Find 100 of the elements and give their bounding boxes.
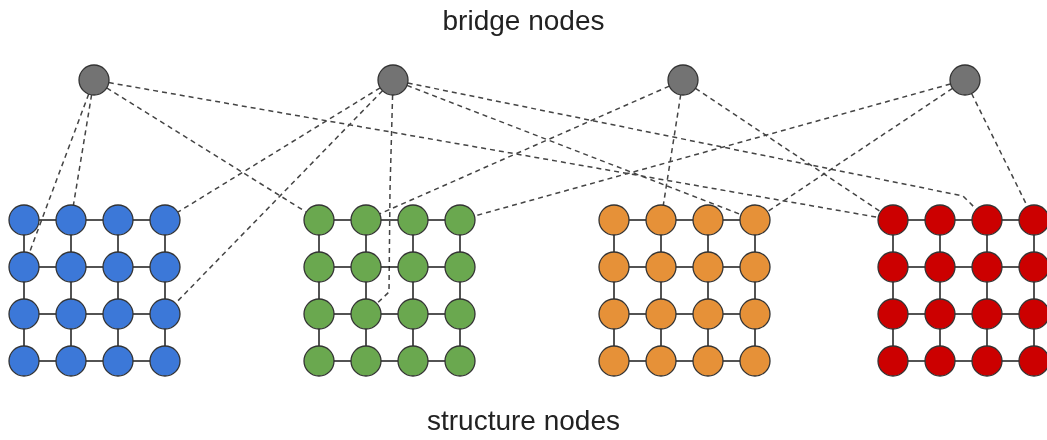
dashed-connector	[105, 87, 308, 213]
structure-node-circle	[102, 298, 134, 330]
grid-line	[23, 328, 25, 347]
bridge-node-circle	[667, 64, 699, 96]
dashed-connector	[406, 84, 742, 216]
grid-line	[754, 234, 756, 253]
group-label: bridge nodes	[442, 4, 605, 38]
grid-line	[754, 281, 756, 300]
grid-line	[1033, 234, 1035, 253]
dashed-connector	[662, 94, 682, 206]
structure-node-circle	[598, 204, 630, 236]
dashed-connector	[72, 94, 93, 206]
structure-node-circle	[397, 251, 429, 283]
structure-node-circle	[350, 345, 382, 377]
structure-node-circle	[645, 251, 677, 283]
structure-node-circle	[8, 298, 40, 330]
grid-line	[318, 234, 320, 253]
grid-line	[70, 234, 72, 253]
structure-node-circle	[303, 251, 335, 283]
structure-node-circle	[924, 298, 956, 330]
grid-line	[164, 234, 166, 253]
structure-node-circle	[739, 345, 771, 377]
grid-line	[613, 234, 615, 253]
structure-node-circle	[877, 204, 909, 236]
grid-line	[459, 281, 461, 300]
grid-line	[1033, 281, 1035, 300]
structure-node-circle	[924, 345, 956, 377]
group-label: structure nodes	[427, 404, 620, 438]
structure-node-circle	[692, 204, 724, 236]
structure-node-circle	[645, 298, 677, 330]
structure-node-circle	[924, 204, 956, 236]
grid-line	[117, 328, 119, 347]
structure-node-circle	[739, 251, 771, 283]
structure-node-circle	[303, 345, 335, 377]
structure-node-circle	[444, 204, 476, 236]
structure-node-circle	[971, 204, 1003, 236]
structure-node-circle	[971, 251, 1003, 283]
grid-line	[707, 328, 709, 347]
grid-line	[23, 234, 25, 253]
structure-node-circle	[444, 251, 476, 283]
structure-node-circle	[149, 298, 181, 330]
structure-node-circle	[55, 251, 87, 283]
grid-line	[707, 234, 709, 253]
grid-line	[986, 281, 988, 300]
bridge-node-circle	[949, 64, 981, 96]
grid-line	[117, 234, 119, 253]
structure-node-circle	[397, 298, 429, 330]
grid-line	[939, 281, 941, 300]
dashed-connector	[766, 87, 954, 213]
structure-node-circle	[877, 345, 909, 377]
structure-node-circle	[149, 204, 181, 236]
grid-line	[939, 234, 941, 253]
structure-node-circle	[102, 345, 134, 377]
dashed-connector	[108, 81, 879, 219]
grid-line	[459, 234, 461, 253]
structure-node-circle	[350, 204, 382, 236]
grid-line	[660, 281, 662, 300]
structure-node-circle	[924, 251, 956, 283]
grid-line	[318, 328, 320, 347]
structure-node-circle	[971, 345, 1003, 377]
structure-node-circle	[303, 298, 335, 330]
structure-node-circle	[598, 251, 630, 283]
grid-line	[707, 281, 709, 300]
structure-node-circle	[149, 345, 181, 377]
grid-line	[986, 328, 988, 347]
structure-node-circle	[8, 345, 40, 377]
structure-node-circle	[598, 298, 630, 330]
bridge-node-circle	[377, 64, 409, 96]
grid-line	[892, 234, 894, 253]
grid-line	[318, 281, 320, 300]
grid-line	[412, 234, 414, 253]
grid-line	[1033, 328, 1035, 347]
structure-node-circle	[102, 251, 134, 283]
grid-line	[117, 281, 119, 300]
grid-line	[660, 328, 662, 347]
structure-node-circle	[877, 251, 909, 283]
structure-node-circle	[55, 298, 87, 330]
structure-node-circle	[739, 298, 771, 330]
grid-line	[613, 328, 615, 347]
structure-node-circle	[692, 298, 724, 330]
bridge-node-circle	[78, 64, 110, 96]
structure-node-circle	[350, 251, 382, 283]
structure-node-circle	[397, 204, 429, 236]
grid-line	[412, 281, 414, 300]
structure-node-circle	[149, 251, 181, 283]
grid-line	[365, 281, 367, 300]
grid-line	[365, 328, 367, 347]
structure-node-circle	[877, 298, 909, 330]
structure-node-circle	[645, 204, 677, 236]
grid-line	[986, 234, 988, 253]
dashed-connector	[177, 87, 381, 213]
structure-node-circle	[303, 204, 335, 236]
grid-line	[412, 328, 414, 347]
grid-line	[892, 281, 894, 300]
grid-line	[70, 328, 72, 347]
structure-node-circle	[598, 345, 630, 377]
grid-line	[164, 328, 166, 347]
structure-node-circle	[102, 204, 134, 236]
structure-node-circle	[350, 298, 382, 330]
structure-node-circle	[692, 251, 724, 283]
